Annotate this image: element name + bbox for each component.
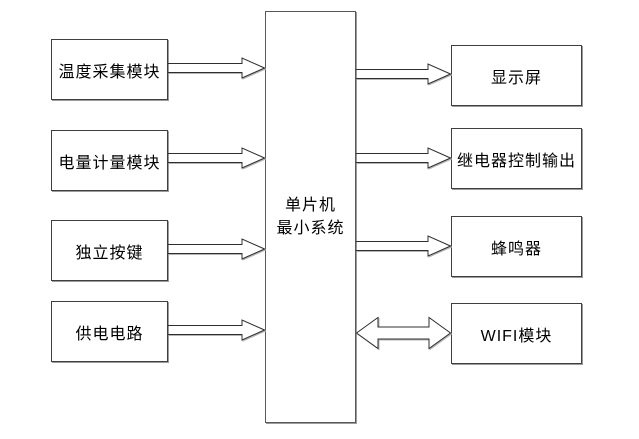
node-power-metering-module: 电量计量模块 — [51, 130, 168, 191]
node-wifi-module: WIFI模块 — [451, 303, 582, 364]
node-power-supply-circuit-label: 供电电路 — [75, 325, 144, 343]
node-independent-keys: 独立按键 — [51, 220, 168, 281]
node-power-supply-circuit: 供电电路 — [51, 301, 168, 362]
arrow-mcu-wifi-bidirectional-icon — [356, 316, 451, 350]
node-buzzer-label: 蜂鸣器 — [490, 240, 542, 258]
arrow-mcu-to-display-icon — [356, 63, 451, 85]
arrow-mcu-to-buzzer-icon — [356, 235, 451, 257]
node-independent-keys-label: 独立按键 — [75, 244, 144, 262]
arrow-mcu-to-relay-icon — [356, 147, 451, 169]
node-display-screen: 显示屏 — [451, 45, 582, 106]
node-relay-control-output: 继电器控制输出 — [451, 128, 582, 189]
arrow-temperature-to-mcu-icon — [168, 57, 265, 79]
node-display-screen-label: 显示屏 — [490, 69, 542, 87]
node-mcu-label-line1: 单片机 — [284, 197, 336, 214]
arrow-keys-to-mcu-icon — [168, 238, 265, 260]
node-temperature-module-label: 温度采集模块 — [58, 63, 161, 81]
node-mcu-minimal-system: 单片机 最小系统 — [265, 11, 356, 423]
node-mcu-label-line2: 最小系统 — [276, 220, 345, 237]
node-temperature-module: 温度采集模块 — [51, 39, 168, 100]
node-wifi-module-label: WIFI模块 — [480, 327, 553, 345]
arrow-power-metering-to-mcu-icon — [168, 147, 265, 169]
node-power-metering-module-label: 电量计量模块 — [58, 154, 161, 172]
node-buzzer: 蜂鸣器 — [451, 216, 582, 277]
arrow-power-supply-to-mcu-icon — [168, 319, 265, 341]
node-relay-control-output-label: 继电器控制输出 — [456, 152, 576, 170]
